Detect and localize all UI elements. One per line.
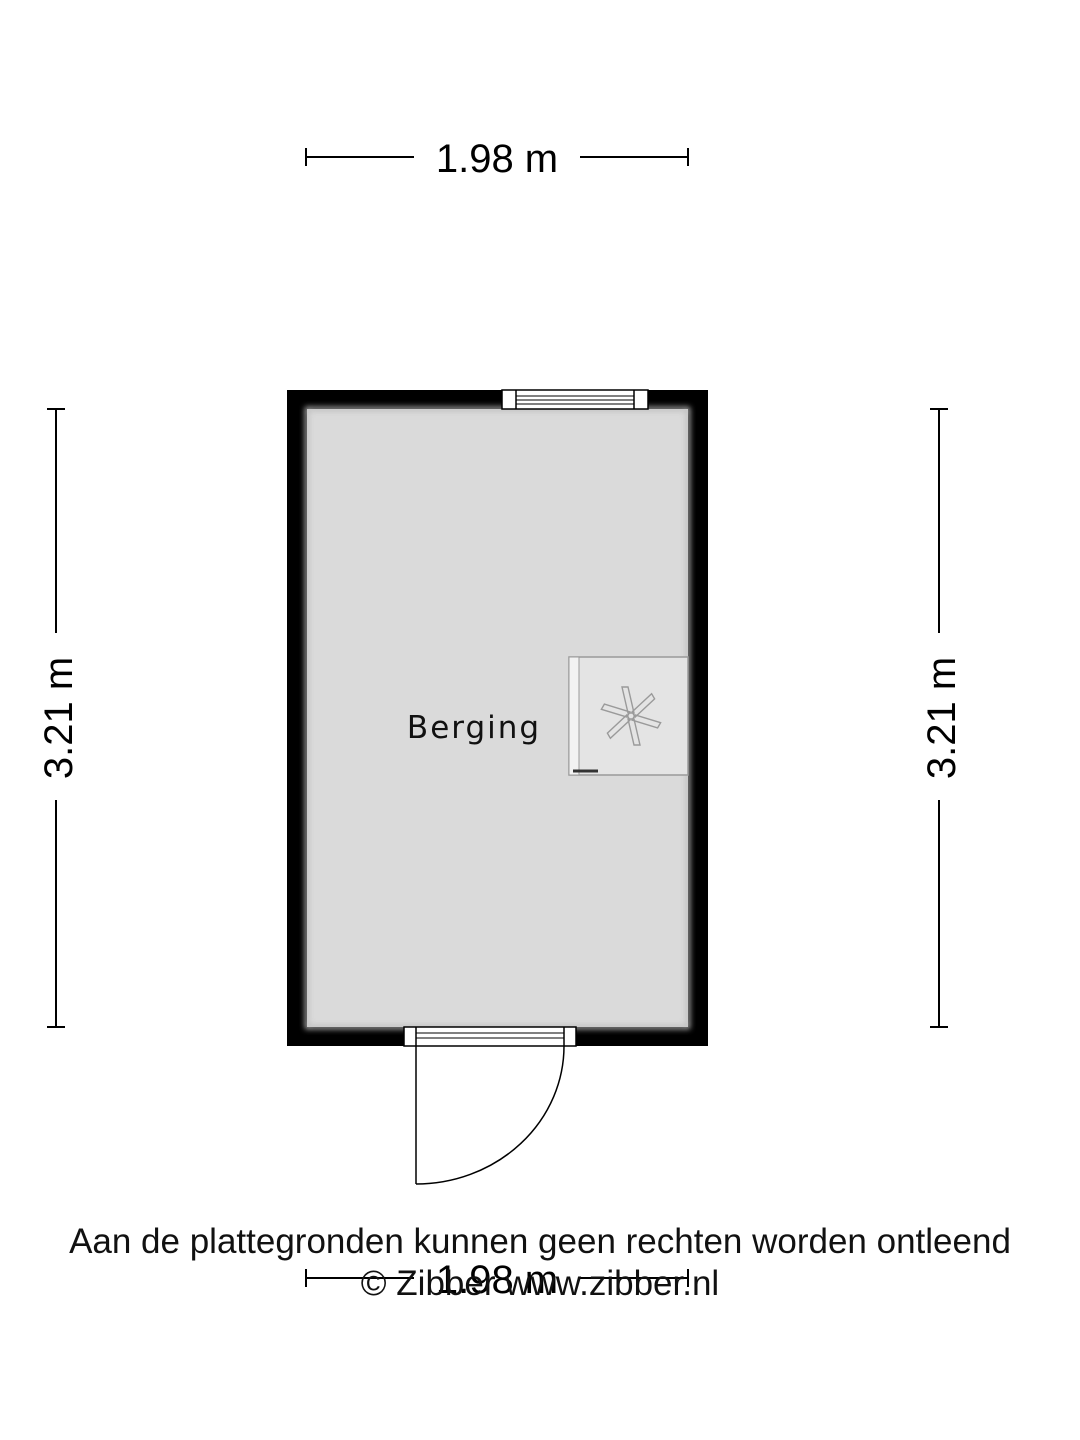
copyright-text: © Zibber www.zibber.nl xyxy=(360,1264,720,1303)
dimension-right-label: 3.21 m xyxy=(920,657,964,779)
meter-cabinet xyxy=(568,656,689,776)
fan-icon xyxy=(600,686,662,746)
room-label: Berging xyxy=(407,710,541,746)
dimension-right xyxy=(930,408,948,1028)
dimension-left-label: 3.21 m xyxy=(37,657,81,779)
door-swing-arc xyxy=(415,1045,565,1185)
dimension-left xyxy=(47,408,65,1028)
dimension-bottom xyxy=(305,1269,689,1287)
door-bottom xyxy=(403,1026,577,1185)
window-top xyxy=(501,389,649,410)
dimension-top xyxy=(305,148,689,166)
dimension-top-label: 1.98 m xyxy=(436,137,558,181)
disclaimer-text: Aan de plattegronden kunnen geen rechten… xyxy=(69,1222,1011,1261)
dimension-bottom-label: 1.98 m xyxy=(436,1258,558,1302)
